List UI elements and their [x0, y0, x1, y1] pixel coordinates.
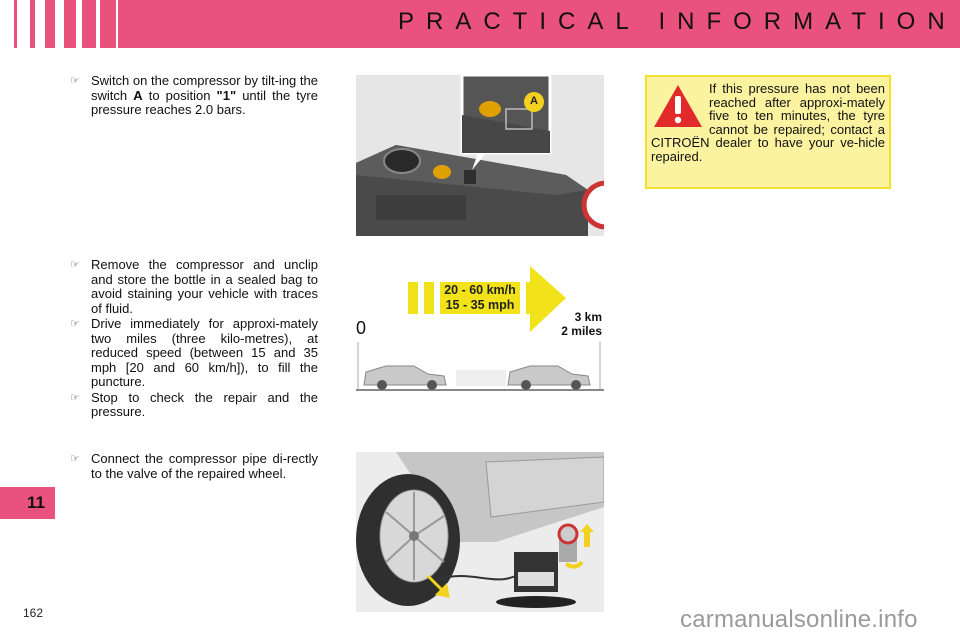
- watermark: carmanualsonline.info: [680, 606, 918, 633]
- speed-mph: 15 - 35 mph: [445, 298, 515, 312]
- step-1: ☞ Switch on the compressor by tilt-ing t…: [68, 73, 318, 118]
- car-start: [363, 365, 447, 390]
- step-2: ☞ Remove the compressor and unclip and s…: [68, 257, 318, 316]
- header-bar: PRACTICAL INFORMATION: [118, 0, 960, 48]
- step-5-text: Connect the compressor pipe di-rectly to…: [91, 451, 318, 481]
- steps-2-4-block: ☞ Remove the compressor and unclip and s…: [68, 257, 318, 421]
- page-title: PRACTICAL INFORMATION: [398, 8, 957, 35]
- step-4-text: Stop to check the repair and the pressur…: [91, 389, 318, 419]
- speed-range-label: 20 - 60 km/h 15 - 35 mph: [440, 283, 520, 313]
- distance-miles: 2 miles: [561, 324, 602, 338]
- chapter-number: 11: [27, 493, 45, 512]
- wheel-connection-illustration: [356, 452, 604, 612]
- switch-label: A: [133, 87, 143, 103]
- pointing-hand-icon: ☞: [70, 259, 80, 271]
- step-1-text-a: Switch on the compressor by tilt-ing the…: [91, 73, 318, 103]
- step-4: ☞ Stop to check the repair and the press…: [68, 389, 318, 420]
- warning-triangle-icon: [654, 85, 702, 127]
- position-label: "1": [216, 87, 237, 103]
- header-stripe: [82, 0, 96, 48]
- car-end: [507, 365, 591, 390]
- step-5-block: ☞ Connect the compressor pipe di-rectly …: [68, 451, 318, 482]
- distance-label: 3 km 2 miles: [544, 310, 602, 338]
- step-1-block: ☞ Switch on the compressor by tilt-ing t…: [68, 73, 318, 119]
- header-stripes: [0, 0, 118, 48]
- chapter-tab[interactable]: 11: [0, 487, 55, 519]
- header-stripe: [45, 0, 55, 48]
- header-stripe: [100, 0, 116, 48]
- compressor-switch-illustration: A: [356, 75, 604, 236]
- pointing-hand-icon: ☞: [70, 453, 80, 465]
- header-stripe: [30, 0, 35, 48]
- pointing-hand-icon: ☞: [70, 318, 80, 330]
- drive-distance-diagram: 20 - 60 km/h 15 - 35 mph 0 3 km 2 miles: [356, 258, 604, 396]
- pointing-hand-icon: ☞: [70, 391, 80, 404]
- step-1-text-b: to position: [142, 87, 217, 103]
- warning-box: If this pressure has not been reached af…: [645, 75, 891, 189]
- step-1-text-c: until the tyre pressure reaches 2.0 bars…: [91, 87, 318, 117]
- speed-arrow-drawing: [356, 266, 604, 391]
- step-5: ☞ Connect the compressor pipe di-rectly …: [68, 451, 318, 481]
- speed-kmh: 20 - 60 km/h: [444, 283, 516, 297]
- distance-km: 3 km: [574, 310, 602, 324]
- page-number: 162: [23, 606, 44, 620]
- warning-text: If this pressure has not been reached af…: [651, 81, 885, 164]
- header-stripe: [64, 0, 76, 48]
- step-2-text: Remove the compressor and unclip and sto…: [91, 257, 318, 316]
- step-3: ☞ Drive immediately for approxi-mately t…: [68, 316, 318, 390]
- header-stripe: [14, 0, 17, 48]
- pointing-hand-icon: ☞: [70, 75, 80, 87]
- wheel-compressor-drawing: [356, 452, 604, 612]
- compressor-drawing: [356, 75, 604, 236]
- start-label: 0: [356, 318, 367, 338]
- step-3-text: Drive immediately for approxi-mately two…: [91, 316, 318, 389]
- switch-a-callout: A: [530, 95, 538, 107]
